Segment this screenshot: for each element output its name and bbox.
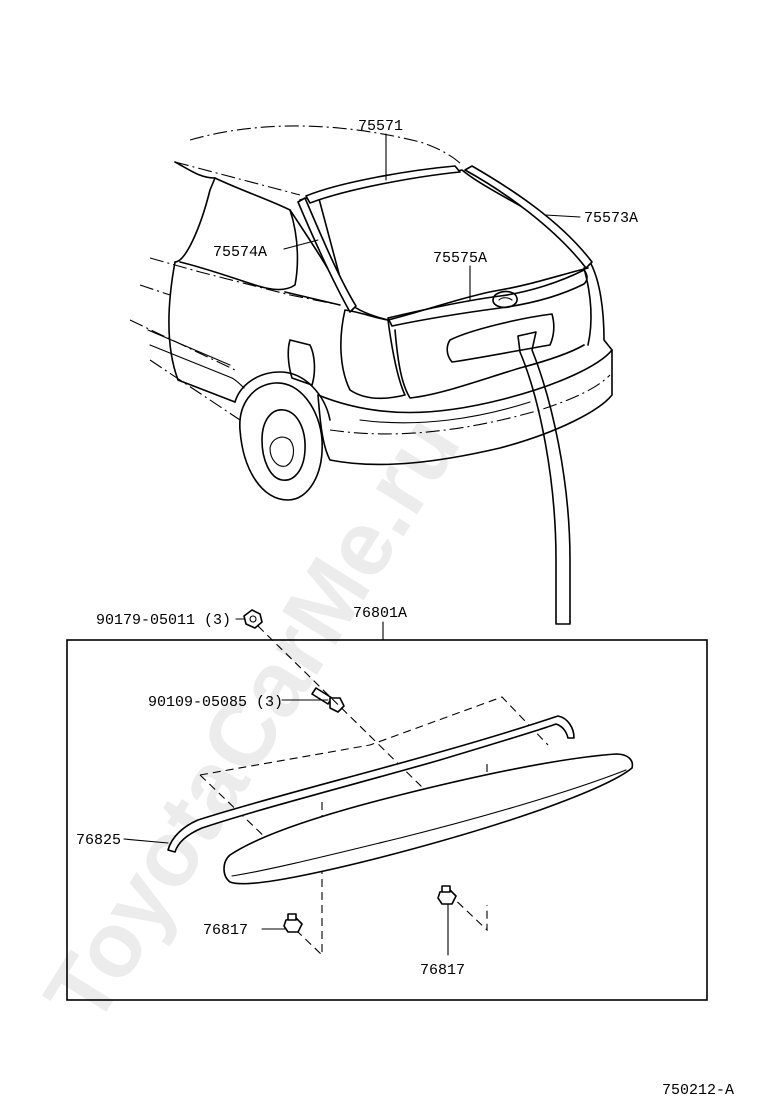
label-75575a: 75575A: [433, 250, 487, 267]
label-76817-right: 76817: [420, 962, 465, 979]
nut-part: [243, 609, 263, 629]
roof-molding: [305, 165, 461, 204]
label-76825: 76825: [76, 832, 121, 849]
label-75573a: 75573A: [584, 210, 638, 227]
leader-lines-car: [283, 133, 581, 301]
diagram-code: 750212-A: [662, 1082, 734, 1099]
label-bolt: 90109-05085 (3): [148, 694, 283, 711]
car-illustration: [129, 125, 613, 501]
label-75574a: 75574A: [213, 244, 267, 261]
label-76801a: 76801A: [353, 605, 407, 622]
watermark: ToyotaCarMe.ru: [25, 398, 479, 1040]
pointer-arrow: [517, 331, 571, 625]
label-75571: 75571: [358, 118, 403, 135]
spoiler-seal: [167, 715, 575, 853]
quarter-molding-right: [464, 165, 593, 269]
assembly-frame: [66, 639, 708, 1001]
clip-right: [437, 885, 457, 905]
quarter-molding-left: [297, 197, 357, 313]
label-76817-left: 76817: [203, 922, 248, 939]
clip-left: [283, 913, 303, 933]
label-nut: 90179-05011 (3): [96, 612, 231, 629]
rear-spoiler: [223, 753, 634, 885]
